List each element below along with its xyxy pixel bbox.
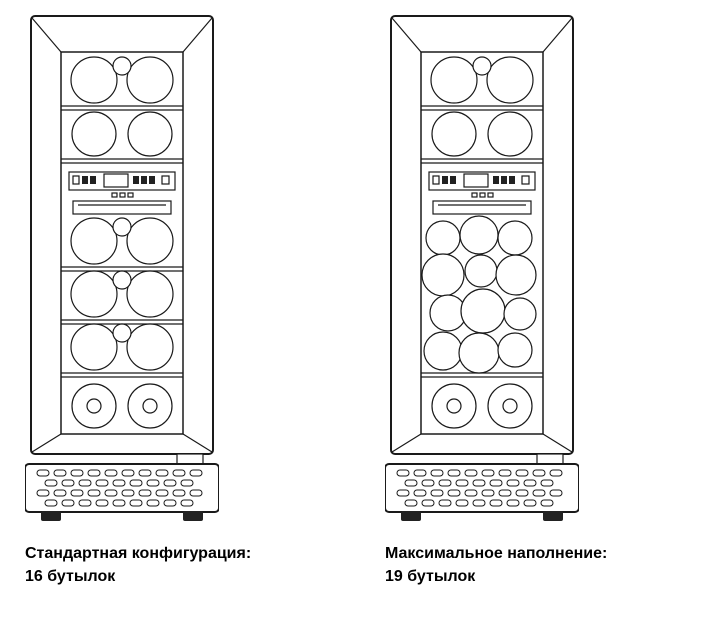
caption-standard: Стандартная конфигурация: 16 бутылок: [25, 542, 251, 588]
caption-maximum-count: 19 бутылок: [385, 568, 476, 586]
wine-cooler-maximum-drawing: [385, 14, 579, 526]
figure-maximum-load: Максимальное наполнение: 19 бутылок: [385, 14, 607, 588]
cooler-shell: [25, 16, 219, 521]
stacked-bottle-cluster: [421, 215, 537, 374]
wine-cooler-standard-drawing: [25, 14, 219, 526]
figure-standard-configuration: Стандартная конфигурация: 16 бутылок: [25, 14, 251, 588]
caption-standard-count: 16 бутылок: [25, 568, 116, 586]
caption-maximum-title: Максимальное наполнение:: [385, 545, 608, 562]
caption-maximum: Максимальное наполнение: 19 бутылок: [385, 542, 607, 588]
caption-standard-title: Стандартная конфигурация:: [25, 545, 252, 562]
